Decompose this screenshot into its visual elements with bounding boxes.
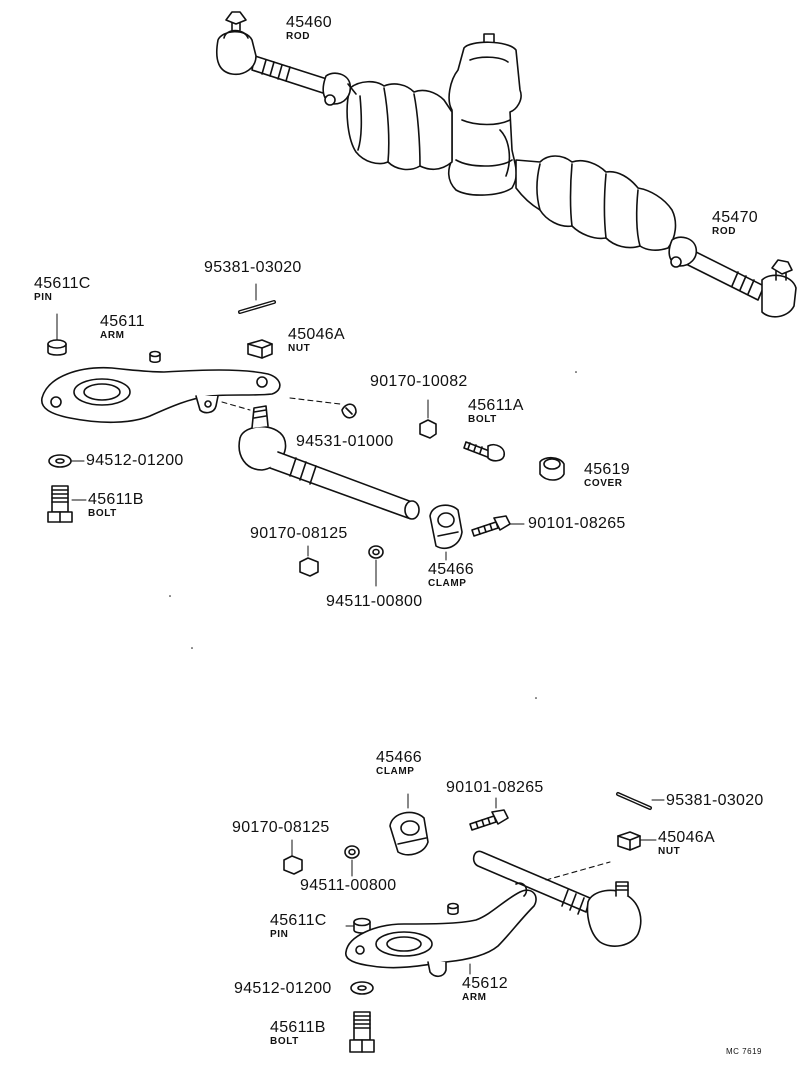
part-number: 45619	[584, 461, 630, 478]
label-nut-90170-08125-top: 90170-08125	[250, 526, 348, 542]
part-number: 94512-01200	[86, 452, 184, 469]
part-number: 90170-08125	[250, 525, 348, 542]
nut-90170-08125-bottom	[283, 839, 303, 875]
part-number: 45611A	[468, 397, 524, 414]
part-number: 90170-08125	[232, 819, 330, 836]
label-rod-45470: 45470 ROD	[712, 210, 758, 237]
label-washer-94531-01000: 94531-01000	[296, 434, 394, 450]
tie-rod-end-center	[238, 405, 420, 520]
washer-94531-01000	[341, 403, 357, 419]
part-name: CLAMP	[376, 766, 415, 777]
label-nut-45046a-bottom: 45046A NUT	[658, 830, 715, 857]
part-number: 45466	[376, 749, 422, 766]
label-clamp-45466-top: 45466 CLAMP	[428, 562, 474, 589]
label-arm-45612: 45612 ARM	[462, 976, 508, 1003]
label-washer-94511-top: 94511-00800	[326, 594, 422, 610]
part-number: 94512-01200	[234, 980, 332, 997]
bolt-90101-bottom	[469, 797, 509, 831]
washer-94512-bottom	[350, 981, 374, 995]
part-number: 45611	[100, 313, 145, 330]
clamp-45466-bottom	[389, 793, 429, 856]
cotter-pin-95381-bottom	[616, 792, 665, 810]
part-name: PIN	[270, 929, 289, 940]
clamp-45466-top	[429, 504, 463, 561]
washer-94512-top	[48, 454, 85, 468]
part-number: 95381-03020	[666, 792, 764, 809]
part-number: 45611B	[88, 491, 144, 508]
part-number: 45046A	[658, 829, 715, 846]
washer-94511-bottom	[344, 845, 360, 877]
label-cotter-pin-95381-bottom: 95381-03020	[666, 793, 764, 809]
arm-45611	[41, 350, 341, 424]
label-clamp-45466-bottom: 45466 CLAMP	[376, 750, 422, 777]
label-pin-45611c-bottom: 45611C PIN	[270, 913, 327, 940]
nut-90170-08125-top	[299, 545, 319, 577]
part-name: NUT	[658, 846, 681, 857]
label-cotter-pin-95381-top: 95381-03020	[204, 260, 302, 276]
part-name: COVER	[584, 478, 623, 489]
part-name: NUT	[288, 343, 311, 354]
part-number: 94511-00800	[326, 593, 423, 610]
bolt-45611a	[463, 441, 506, 462]
tie-rod-left-45460	[216, 11, 357, 106]
part-name: ROD	[286, 31, 311, 42]
label-bolt-45611a: 45611A BOLT	[468, 398, 524, 425]
part-number: 45611C	[270, 912, 327, 929]
label-bolt-90101-bottom: 90101-08265	[446, 780, 544, 796]
diagram-code: MC 7619	[726, 1047, 762, 1056]
bolt-90101-top	[471, 515, 525, 537]
part-name: CLAMP	[428, 578, 467, 589]
label-washer-94512-top: 94512-01200	[86, 453, 184, 469]
part-name: BOLT	[468, 414, 497, 425]
part-number: 90170-10082	[370, 373, 468, 390]
label-arm-45611: 45611 ARM	[100, 314, 145, 341]
label-bolt-45611b-top: 45611B BOLT	[88, 492, 144, 519]
part-number: 45611B	[270, 1019, 326, 1036]
steering-rack-housing	[346, 33, 677, 251]
nut-45046a-top	[247, 339, 273, 359]
part-number: 45470	[712, 209, 758, 226]
label-pin-45611c-top: 45611C PIN	[34, 276, 91, 303]
bolt-45611b-top	[47, 485, 87, 523]
washer-94511-top	[368, 545, 384, 587]
label-bolt-90101-top: 90101-08265	[528, 516, 626, 532]
part-number: 95381-03020	[204, 259, 302, 276]
part-name: ROD	[712, 226, 737, 237]
cover-45619	[539, 456, 565, 481]
label-bolt-45611b-bottom: 45611B BOLT	[270, 1020, 326, 1047]
nut-45046a-bottom	[617, 831, 657, 851]
part-number: 94531-01000	[296, 433, 394, 450]
part-number: 45466	[428, 561, 474, 578]
part-name: PIN	[34, 292, 53, 303]
cotter-pin-95381-top	[238, 283, 276, 314]
part-number: 90101-08265	[528, 515, 626, 532]
label-cover-45619: 45619 COVER	[584, 462, 630, 489]
part-name: BOLT	[270, 1036, 299, 1047]
part-number: 45611C	[34, 275, 91, 292]
part-number: 90101-08265	[446, 779, 544, 796]
label-nut-90170-08125-bottom: 90170-08125	[232, 820, 330, 836]
bolt-45611b-bottom	[349, 1011, 375, 1053]
part-number: 45460	[286, 14, 332, 31]
part-number: 45046A	[288, 326, 345, 343]
arm-45612	[345, 850, 642, 978]
nut-90170-10082	[419, 399, 437, 439]
part-name: ARM	[462, 992, 487, 1003]
tie-rod-right-45470	[668, 236, 797, 318]
part-number: 94511-00800	[300, 877, 397, 894]
label-nut-90170-10082: 90170-10082	[370, 374, 468, 390]
part-name: ARM	[100, 330, 125, 341]
label-washer-94512-bottom: 94512-01200	[234, 981, 332, 997]
label-rod-45460: 45460 ROD	[286, 15, 332, 42]
label-washer-94511-bottom: 94511-00800	[300, 878, 396, 894]
part-number: 45612	[462, 975, 508, 992]
part-name: BOLT	[88, 508, 117, 519]
pin-45611c-top	[47, 313, 67, 356]
label-nut-45046a-top: 45046A NUT	[288, 327, 345, 354]
